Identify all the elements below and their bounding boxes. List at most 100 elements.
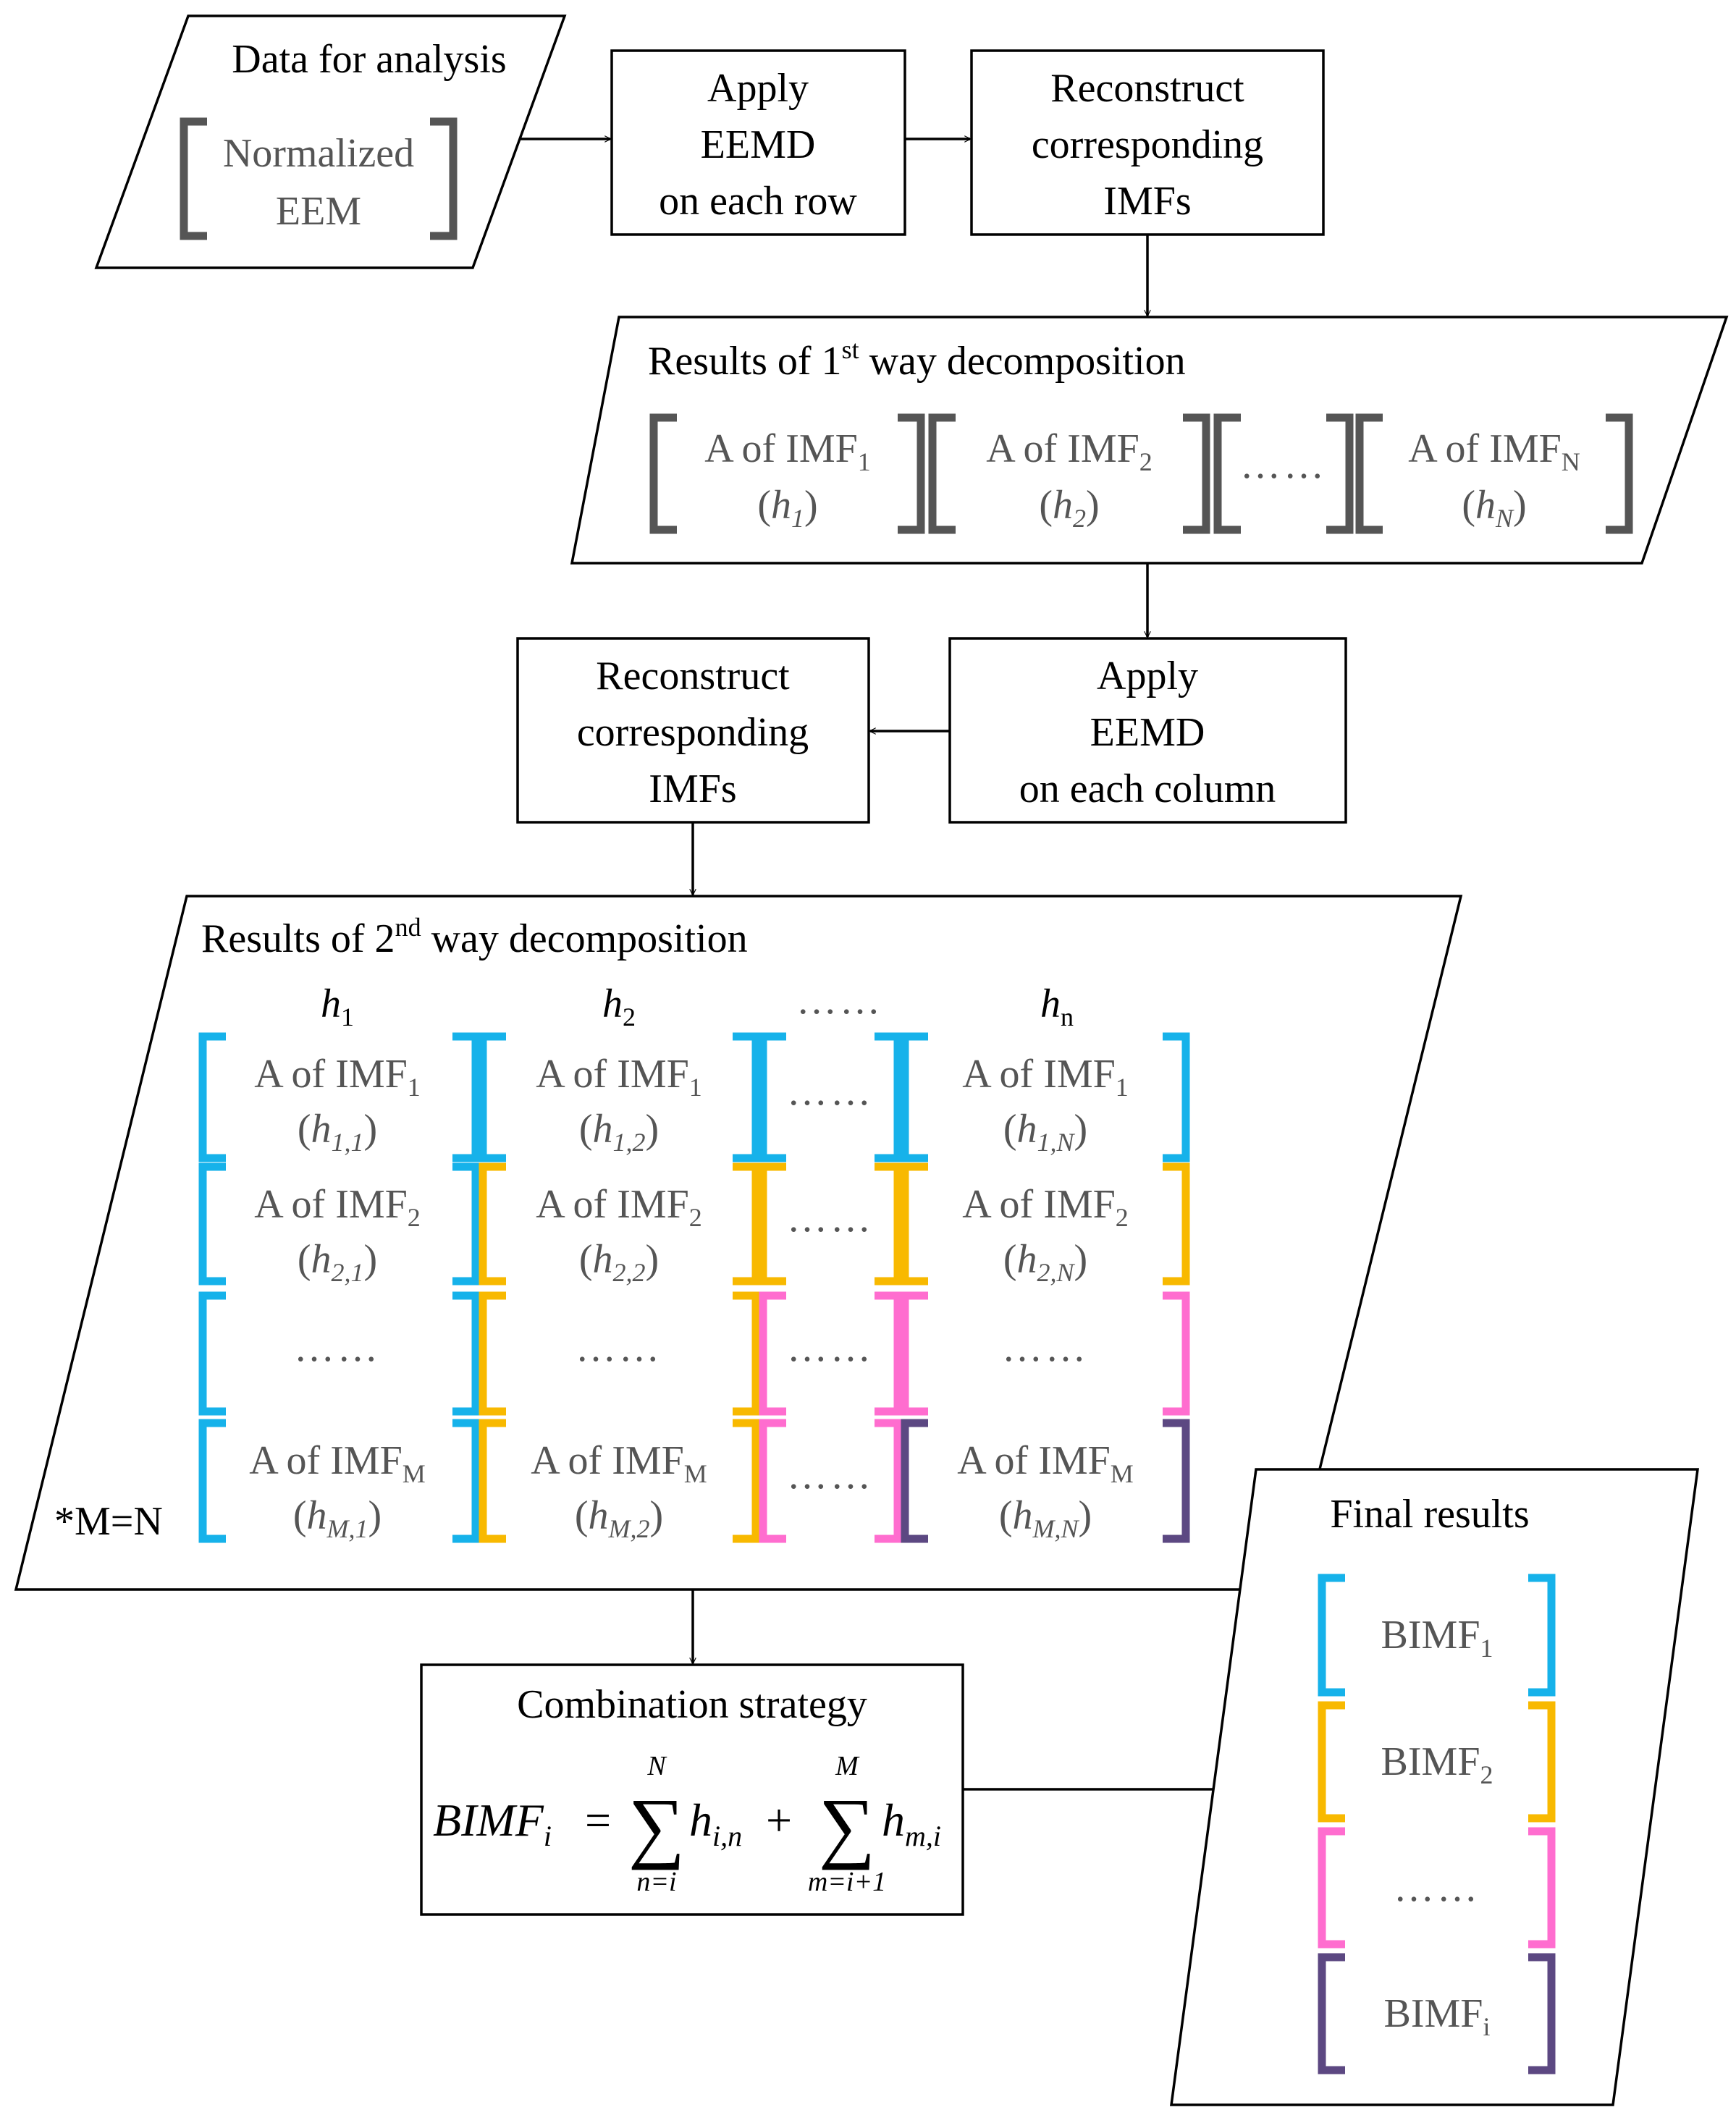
step1-line1: Apply: [707, 66, 809, 111]
final-item1-label: BIMF1: [1381, 1613, 1493, 1663]
result2-r2c4-label: A of IMF2: [962, 1182, 1129, 1232]
svg-text:∑: ∑: [819, 1782, 875, 1870]
input-title: Data for analysis: [232, 37, 506, 82]
result1-cellN-right-bracket: [1606, 413, 1633, 534]
result1-dots: ……: [1240, 442, 1327, 487]
result2-r3c1-dots: ……: [294, 1325, 381, 1370]
svg-text:=: =: [585, 1794, 611, 1846]
result2-r1c2-label: A of IMF1: [536, 1052, 702, 1102]
final-item4-label: BIMFi: [1384, 1991, 1491, 2041]
result2-r4c1-left-bracket: [198, 1419, 226, 1543]
result2-r1c4-label: A of IMF1: [962, 1052, 1129, 1102]
final-item3-right-bracket: [1528, 1827, 1556, 1949]
result2-col-header-1: h1: [321, 981, 354, 1031]
step3-line3: on each column: [1019, 767, 1276, 811]
result2-r4c4-left-bracket: [901, 1419, 928, 1543]
svg-text:∑: ∑: [628, 1782, 685, 1870]
result2-r3c3-left-bracket: [759, 1291, 786, 1416]
result1-title: Results of 1st way decomposition: [648, 335, 1186, 384]
result2-r1c2-right-bracket: [733, 1032, 760, 1162]
svg-text:hm,i: hm,i: [882, 1794, 941, 1852]
result1-cell2-value: (h2): [1039, 483, 1099, 533]
result2-r1c2-left-bracket: [479, 1032, 506, 1162]
final-item3-dots: ……: [1394, 1865, 1480, 1910]
result1-cell1-left-bracket: [649, 413, 677, 534]
result2-r1c4-right-bracket: [1163, 1032, 1190, 1162]
svg-text:n=i: n=i: [636, 1867, 676, 1897]
result2-r4c4-label: A of IMFM: [957, 1438, 1134, 1488]
reconstruct-imfs-node-2: Reconstruct corresponding IMFs: [516, 637, 870, 824]
result2-r2c1-label: A of IMF2: [254, 1182, 421, 1232]
result2-r3c3-dots: ……: [787, 1325, 874, 1370]
combination-node: Combination strategy BIMFi = N ∑ n=i hi,…: [420, 1663, 964, 1916]
reconstruct-imfs-node-1: Reconstruct corresponding IMFs: [970, 49, 1325, 236]
combination-title: Combination strategy: [517, 1682, 867, 1727]
step3-line1: Apply: [1097, 654, 1198, 698]
final-item4-left-bracket: [1318, 1953, 1345, 2074]
apply-eemd-row-node: Apply EEMD on each row: [610, 49, 906, 236]
result2-r2c2-right-bracket: [733, 1162, 760, 1286]
result2-col-header-dots: ……: [796, 978, 883, 1023]
result1-cellN-label: A of IMFN: [1408, 426, 1580, 476]
result2-note: *M=N: [54, 1499, 163, 1544]
result1-node: Results of 1st way decomposition A of IM…: [570, 316, 1729, 565]
result2-r1c1-right-bracket: [452, 1032, 480, 1162]
step1-line2: EEMD: [701, 122, 816, 167]
result2-col-header-n: hn: [1040, 981, 1074, 1031]
step4-line3: IMFs: [649, 767, 736, 811]
result2-r4c4-right-bracket: [1163, 1419, 1190, 1543]
result2-r4c2-right-bracket: [733, 1419, 760, 1543]
result1-dots-left-bracket: [1213, 413, 1241, 534]
result2-r2c3-right-bracket: [875, 1162, 902, 1286]
svg-text:BIMFi: BIMFi: [433, 1794, 552, 1852]
final-title: Final results: [1330, 1492, 1529, 1537]
result2-r2c4-left-bracket: [901, 1162, 928, 1286]
result2-r1c4-left-bracket: [901, 1032, 928, 1162]
final-item2-left-bracket: [1318, 1701, 1345, 1823]
input-matrix-right-bracket: [430, 117, 458, 240]
result2-r1c3-dots: ……: [787, 1069, 874, 1114]
result2-r3c1-left-bracket: [198, 1291, 226, 1416]
final-item2-label: BIMF2: [1381, 1739, 1493, 1789]
result2-r3c4-left-bracket: [901, 1291, 928, 1416]
svg-text:N: N: [646, 1751, 667, 1781]
result2-r3c1-right-bracket: [452, 1291, 480, 1416]
step2-line1: Reconstruct: [1050, 66, 1244, 111]
combination-formula: BIMFi = N ∑ n=i hi,n + M ∑ m=i+1 hm,i: [433, 1751, 941, 1897]
result2-r2c4-value: (h2,N): [1003, 1237, 1087, 1287]
result2-r3c2-dots: ……: [576, 1325, 662, 1370]
result2-r3c4-right-bracket: [1163, 1291, 1190, 1416]
result1-dots-right-bracket: [1326, 413, 1354, 534]
step2-line3: IMFs: [1103, 179, 1191, 224]
step1-line3: on each row: [659, 179, 857, 224]
result1-cell2-left-bracket: [928, 413, 956, 534]
result2-r2c1-right-bracket: [452, 1162, 480, 1286]
svg-text:m=i+1: m=i+1: [808, 1867, 886, 1897]
result2-r1c1-left-bracket: [198, 1032, 226, 1162]
result1-cell1-value: (h1): [757, 483, 817, 533]
svg-text:hi,n: hi,n: [689, 1794, 742, 1852]
result1-cell2-label: A of IMF2: [986, 426, 1153, 476]
result1-cell2-right-bracket: [1183, 413, 1210, 534]
result2-grid: A of IMF1(h1,1)A of IMF1(h1,2)……A of IMF…: [198, 1032, 1190, 1543]
result2-r1c3-right-bracket: [875, 1032, 902, 1162]
step4-line1: Reconstruct: [596, 654, 790, 698]
result2-r4c3-left-bracket: [759, 1419, 786, 1543]
result2-title: Results of 2nd way decomposition: [201, 913, 748, 961]
result2-r1c1-label: A of IMF1: [254, 1052, 421, 1102]
final-item1-left-bracket: [1318, 1574, 1345, 1697]
result2-r4c2-left-bracket: [479, 1419, 506, 1543]
result2-r2c3-left-bracket: [759, 1162, 786, 1286]
result1-cell1-right-bracket: [898, 413, 925, 534]
step2-line2: corresponding: [1032, 122, 1263, 167]
result2-r4c1-label: A of IMFM: [249, 1438, 426, 1488]
final-item3-left-bracket: [1318, 1827, 1345, 1949]
final-item1-right-bracket: [1528, 1574, 1556, 1697]
result2-r3c3-right-bracket: [875, 1291, 902, 1416]
result2-r2c3-dots: ……: [787, 1196, 874, 1241]
input-data-node: Data for analysis Normalized EEM: [94, 14, 567, 269]
apply-eemd-column-node: Apply EEMD on each column: [948, 637, 1347, 824]
